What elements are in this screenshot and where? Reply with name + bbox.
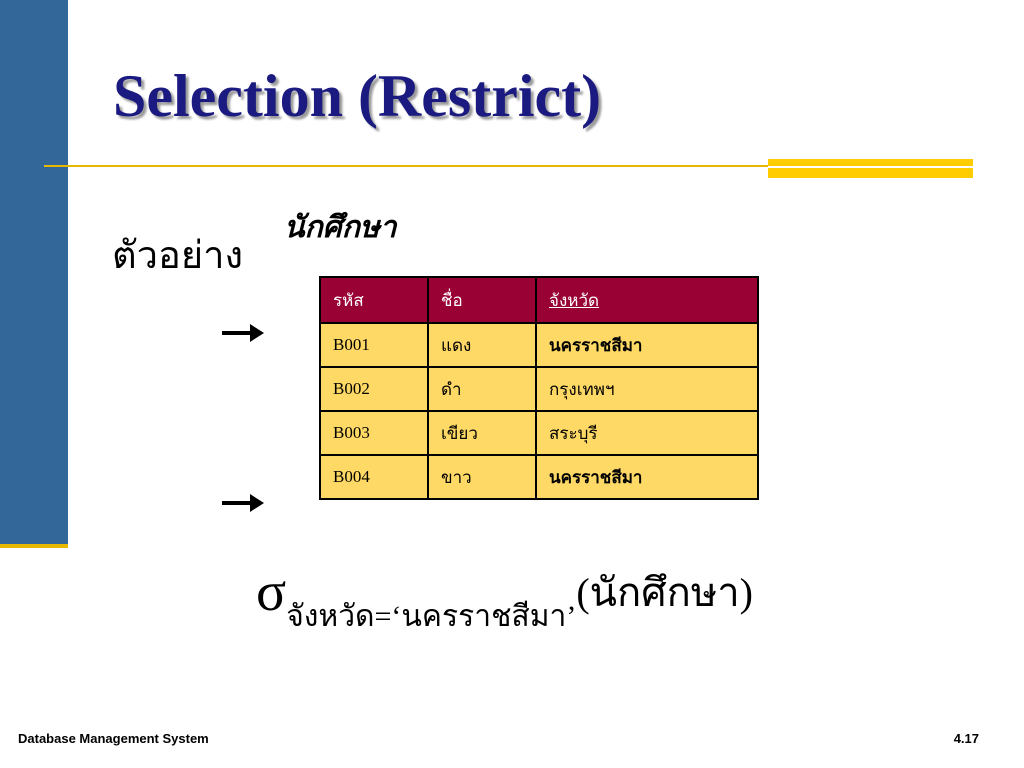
side-bar (0, 0, 68, 546)
title-divider-accent (768, 159, 973, 178)
header-cell-name: ชื่อ (427, 276, 537, 324)
selection-formula: σจังหวัด=‘นครราชสีมา’(นักศึกษา) (256, 560, 753, 633)
selection-condition: จังหวัด=‘นครราชสีมา’ (286, 600, 577, 633)
side-bar-accent (0, 544, 68, 548)
cell-province: นครราชสีมา (535, 322, 759, 368)
table-row: B002 ดำ กรุงเทพฯ (319, 366, 759, 412)
table-row: B004 ขาว นครราชสีมา (319, 454, 759, 500)
cell-province: สระบุรี (535, 410, 759, 456)
cell-name: เขียว (427, 410, 537, 456)
table-caption: นักศึกษา (284, 211, 397, 244)
header-cell-id: รหัส (319, 276, 429, 324)
cell-province: กรุงเทพฯ (535, 366, 759, 412)
cell-province: นครราชสีมา (535, 454, 759, 500)
right-arrow-icon (222, 324, 266, 342)
table-row: B001 แดง นครราชสีมา (319, 322, 759, 368)
relation-argument: (นักศึกษา) (576, 570, 753, 615)
header-cell-province: จังหวัด (535, 276, 759, 324)
cell-name: ขาว (427, 454, 537, 500)
footer-slide-number: 4.17 (953, 731, 979, 746)
sigma-operator: σ (256, 561, 287, 623)
cell-id: B004 (319, 454, 429, 500)
title-divider (44, 165, 972, 167)
cell-id: B003 (319, 410, 429, 456)
example-label: ตัวอย่าง (112, 235, 243, 277)
table-row: B003 เขียว สระบุรี (319, 410, 759, 456)
title-divider-accent-line (768, 166, 973, 168)
cell-id: B002 (319, 366, 429, 412)
right-arrow-icon (222, 494, 266, 512)
cell-name: ดำ (427, 366, 537, 412)
student-table: รหัส ชื่อ จังหวัด B001 แดง นครราชสีมา B0… (319, 276, 759, 500)
footer-course: Database Management System (18, 731, 209, 746)
table-header-row: รหัส ชื่อ จังหวัด (319, 276, 759, 324)
slide-title: Selection (Restrict) (113, 63, 602, 129)
cell-name: แดง (427, 322, 537, 368)
cell-id: B001 (319, 322, 429, 368)
